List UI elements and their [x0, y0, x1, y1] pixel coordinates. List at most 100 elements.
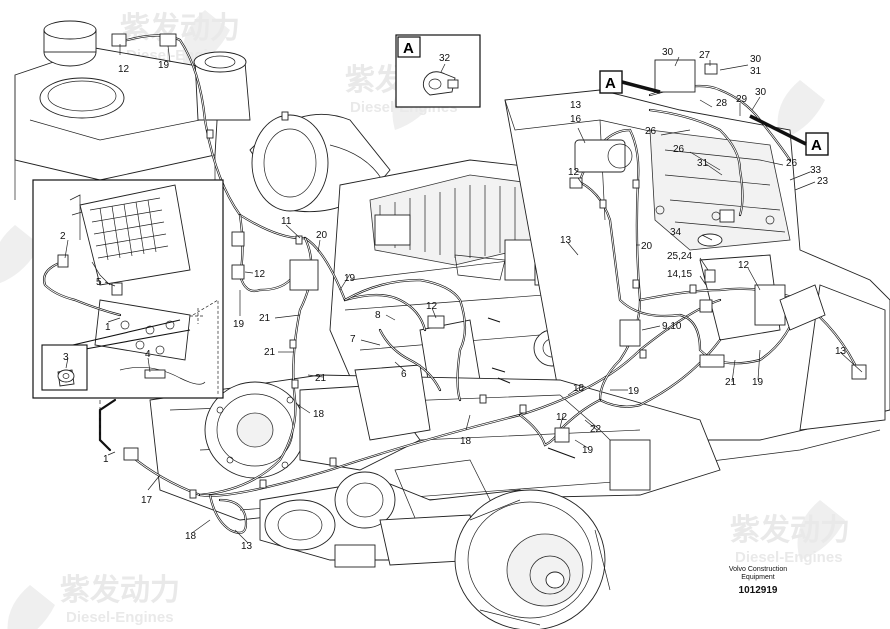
callout-label: 12	[118, 64, 130, 75]
callout-label: 17	[141, 495, 153, 506]
callout-label: 21	[725, 377, 737, 388]
callout-label: 13	[560, 235, 572, 246]
callout-label: 7	[350, 334, 356, 345]
callout-label: 29	[736, 94, 748, 105]
callout-label: 13	[570, 100, 582, 111]
transmission	[204, 364, 431, 479]
callout-label: 18	[573, 383, 585, 394]
relay-box	[289, 259, 319, 291]
credit-line-1: Volvo Construction	[729, 566, 787, 573]
callout-label: 31	[750, 66, 762, 77]
callout-label: 19	[233, 319, 245, 330]
bolt	[547, 447, 576, 459]
callout-label: 4	[145, 349, 151, 360]
connector-block	[754, 284, 786, 326]
callout-label: 21	[264, 347, 276, 358]
connector	[231, 231, 245, 247]
connectors	[111, 33, 867, 499]
connector	[699, 354, 725, 368]
view-marker-letter: A	[811, 137, 822, 154]
wheel-hub	[454, 489, 611, 629]
callout-label: 23	[817, 176, 829, 187]
callout-label: 18	[185, 531, 197, 542]
callout-label: 12	[254, 269, 266, 280]
connector	[111, 33, 127, 47]
callout-label: 19	[752, 377, 764, 388]
callout-label: 20	[641, 241, 653, 252]
connector	[554, 427, 570, 443]
connector	[123, 447, 139, 461]
connector	[569, 177, 583, 189]
callout-label: 19	[158, 60, 170, 71]
document-number: 1012919	[739, 585, 778, 596]
callout-label: 27	[699, 50, 711, 61]
leader-lines	[64, 44, 863, 544]
view-a-inset: A 32	[395, 34, 481, 108]
callout-label: 5	[96, 277, 102, 288]
callout-label: 12	[568, 167, 580, 178]
callout-label: 26	[673, 144, 685, 155]
callout-label: 31	[697, 158, 709, 169]
callout-label: 1	[103, 454, 109, 465]
callout-label: 1	[105, 322, 111, 333]
exhaust-pipe	[193, 51, 251, 121]
callout-label: 19	[628, 386, 640, 397]
sensor-housing	[574, 139, 626, 173]
machine-structure	[14, 20, 890, 629]
callout-label: 11	[281, 216, 292, 227]
callout-label: 25,24	[667, 251, 692, 262]
view-a-inset-letter: A	[403, 40, 414, 57]
callout-label: 16	[570, 114, 582, 125]
callout-label: 2	[60, 231, 66, 242]
hydraulic-tank	[14, 20, 221, 230]
callout-label: 22	[590, 424, 602, 435]
connector	[159, 33, 177, 47]
clamp	[697, 233, 723, 247]
connector	[699, 299, 713, 313]
watermark-text-cn: 紫发动力	[730, 514, 850, 547]
callout-label: 12	[426, 301, 438, 312]
callout-label: 34	[670, 227, 682, 238]
callout-label: 20	[316, 230, 328, 241]
callout-label: 18	[460, 436, 472, 447]
callout-label: 21	[315, 373, 327, 384]
relay-box	[654, 59, 696, 93]
callout-label: 14,15	[667, 269, 692, 280]
callout-label: 30	[750, 54, 762, 65]
callout-labels: 12 19 32 30 27 30 31 28 29 30 13 16 26 2…	[60, 47, 847, 552]
drawing-credit: Volvo Construction Equipment 1012919	[729, 566, 787, 596]
callout-label: 8	[375, 310, 381, 321]
valve-connector	[779, 284, 826, 331]
callout-label: 9,10	[662, 321, 682, 332]
callout-label: 19	[344, 273, 356, 284]
callout-label: 30	[662, 47, 674, 58]
watermark-text-en: Diesel-Engines	[735, 549, 843, 566]
connector	[704, 269, 716, 283]
connector	[231, 264, 245, 280]
callout-label: 6	[401, 369, 407, 380]
connector	[704, 63, 718, 75]
callout-label: 26	[786, 158, 798, 169]
callout-label: 13	[835, 346, 847, 357]
view-marker-a-1: A	[599, 70, 661, 94]
callout-label: 18	[313, 409, 325, 420]
callout-label: 26	[645, 126, 657, 137]
connector	[619, 319, 641, 347]
callout-label: 19	[582, 445, 594, 456]
credit-line-2: Equipment	[741, 574, 775, 581]
cable-ties	[189, 111, 697, 499]
callout-label: 30	[755, 87, 767, 98]
watermark-text-cn: 紫发动力	[60, 574, 180, 607]
view-marker-a-2: A	[749, 114, 829, 156]
view-marker-letter: A	[605, 75, 616, 92]
callout-label: 21	[259, 313, 271, 324]
bolts	[487, 317, 511, 384]
view-a-inset-part-label: 32	[439, 53, 451, 64]
connector	[427, 315, 445, 329]
connector	[719, 209, 735, 223]
callout-label: 33	[810, 165, 822, 176]
callout-label: 12	[738, 260, 750, 271]
callout-label: 3	[63, 352, 69, 363]
fuse-grid	[89, 197, 169, 261]
